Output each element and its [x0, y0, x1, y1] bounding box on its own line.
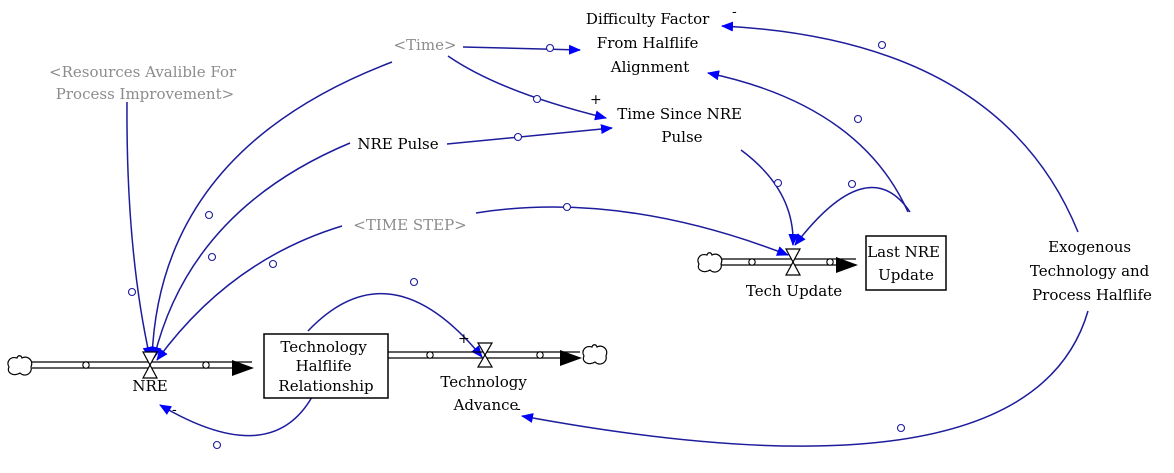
link-handle — [513, 132, 523, 142]
link-handle — [409, 277, 419, 287]
polarity-technology-advance: + — [458, 331, 470, 347]
link-handle — [562, 202, 572, 212]
stock-last-nre-update[interactable] — [865, 235, 947, 291]
link-last-nre-to-difficulty — [707, 70, 909, 213]
polarity-time-since-nre-pulse: + — [590, 92, 602, 108]
link-handle — [896, 423, 906, 433]
resources-shadow-label[interactable]: <Resources Avalible For Process Improvem… — [49, 63, 241, 103]
nre-flow-pipe — [32, 360, 254, 376]
polarity-technology-advance-feedback: - — [516, 401, 521, 417]
polarity-difficulty-factor: - — [732, 4, 737, 20]
cloud-source-icon — [697, 252, 723, 273]
exogenous-label[interactable]: Exogenous Technology and Process Halflif… — [1030, 238, 1154, 304]
link-halflife-to-nre — [159, 396, 313, 437]
link-time-step-to-tech-update — [475, 206, 789, 256]
cloud-sink-icon — [582, 344, 608, 365]
time-step-shadow-label[interactable]: <TIME STEP> — [353, 216, 466, 234]
nre-pulse-label[interactable]: NRE Pulse — [357, 135, 438, 153]
link-handle — [127, 287, 137, 297]
link-time-step-to-nre — [156, 225, 343, 361]
link-handle — [268, 259, 278, 269]
tech-update-valve-icon[interactable] — [784, 248, 802, 276]
technology-halflife-label: Technology Halflife Relationship — [278, 338, 373, 395]
link-handle — [877, 40, 887, 50]
tech-update-flow-pipe — [718, 257, 858, 273]
link-halflife-to-tech-advance — [307, 292, 483, 358]
link-nre-pulse-to-nre — [151, 142, 351, 359]
time-shadow-label[interactable]: <Time> — [393, 36, 456, 54]
link-handle — [207, 252, 217, 262]
tech-update-label[interactable]: Tech Update — [746, 282, 842, 300]
cloud-source-icon — [7, 355, 33, 376]
link-handle — [853, 114, 863, 124]
difficulty-factor-label[interactable]: Difficulty Factor From Halflife Alignmen… — [586, 10, 714, 76]
link-handle — [773, 178, 783, 188]
link-handle — [204, 210, 214, 220]
link-last-nre-to-tech-update — [794, 186, 911, 246]
link-exogenous-to-tech-advance — [521, 310, 1089, 447]
link-time-since-to-tech-update — [740, 149, 799, 246]
link-time-to-time-since — [447, 55, 607, 121]
link-time-to-difficulty — [462, 44, 581, 55]
link-handle — [212, 440, 222, 450]
link-resources-to-nre — [126, 101, 153, 359]
link-handle — [847, 179, 857, 189]
time-since-nre-pulse-label[interactable]: Time Since NRE Pulse — [617, 105, 747, 146]
nre-label[interactable]: NRE — [132, 377, 167, 395]
link-handle — [532, 94, 542, 104]
link-time-to-nre — [147, 61, 393, 359]
link-exogenous-to-difficulty — [721, 21, 1079, 233]
link-nre-pulse-to-time-since — [446, 124, 613, 145]
stock-technology-halflife-relationship[interactable] — [263, 333, 389, 399]
nre-valve-icon[interactable] — [141, 351, 159, 379]
technology-advance-label[interactable]: Technology Advance — [440, 373, 531, 414]
link-handle — [545, 43, 555, 53]
last-nre-update-label: Last NRE Update — [867, 243, 945, 284]
polarity-nre-feedback: - — [172, 402, 177, 418]
technology-advance-valve-icon[interactable] — [476, 342, 494, 368]
